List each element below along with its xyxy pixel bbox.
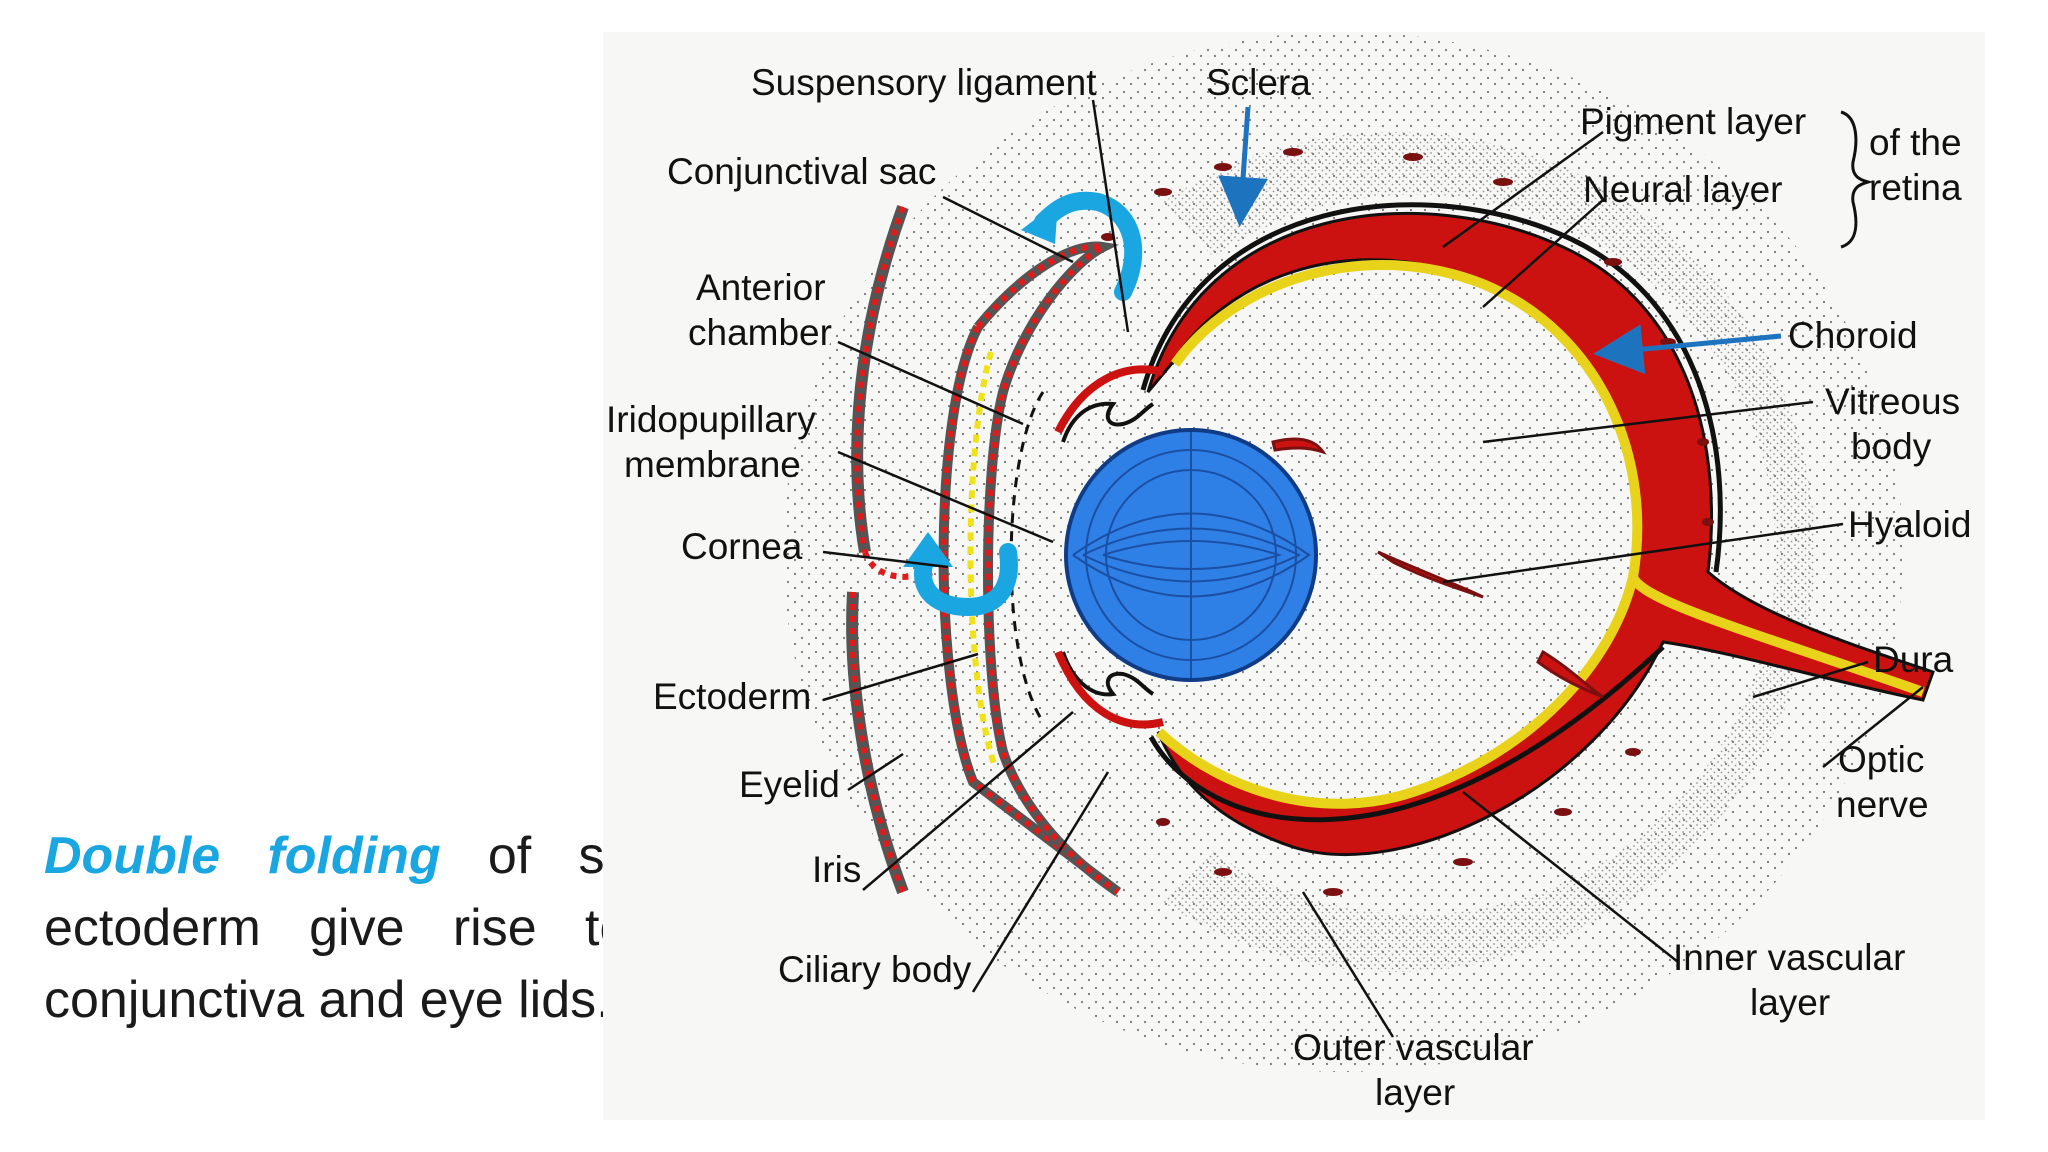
label-of-the-retina-2: retina: [1869, 167, 1962, 208]
label-dura: Dura: [1873, 639, 1954, 680]
label-cornea: Cornea: [681, 526, 803, 567]
label-ciliary-body: Ciliary body: [778, 949, 972, 990]
label-pigment-layer: Pigment layer: [1580, 101, 1806, 142]
label-suspensory-ligament: Suspensory ligament: [751, 62, 1097, 103]
label-anterior-chamber-2: chamber: [688, 312, 832, 353]
label-eyelid: Eyelid: [739, 764, 840, 805]
caption-highlight: Double folding: [44, 827, 441, 885]
label-ectoderm: Ectoderm: [653, 676, 811, 717]
label-outer-vascular-2: layer: [1375, 1072, 1455, 1113]
label-optic-nerve-1: Optic: [1838, 739, 1924, 780]
label-inner-vascular-1: Inner vascular: [1673, 937, 1905, 978]
label-iridopupillary-2: membrane: [624, 444, 801, 485]
label-hyaloid: Hyaloid: [1848, 504, 1971, 545]
label-iris: Iris: [812, 849, 861, 890]
label-vitreous-body-2: body: [1851, 426, 1932, 467]
label-neural-layer: Neural layer: [1583, 169, 1782, 210]
label-choroid: Choroid: [1788, 315, 1918, 356]
eye-development-diagram: Suspensory ligament Sclera Conjunctival …: [603, 32, 1985, 1120]
label-optic-nerve-2: nerve: [1836, 784, 1929, 825]
label-iridopupillary-1: Iridopupillary: [606, 399, 816, 440]
label-anterior-chamber-1: Anterior: [696, 267, 826, 308]
label-vitreous-body-1: Vitreous: [1825, 381, 1960, 422]
label-outer-vascular-1: Outer vascular: [1293, 1027, 1534, 1068]
lens: [1066, 430, 1316, 680]
label-inner-vascular-2: layer: [1750, 982, 1830, 1023]
label-conjunctival-sac: Conjunctival sac: [667, 151, 936, 192]
label-of-the-retina-1: of the: [1869, 122, 1962, 163]
label-sclera: Sclera: [1206, 62, 1311, 103]
